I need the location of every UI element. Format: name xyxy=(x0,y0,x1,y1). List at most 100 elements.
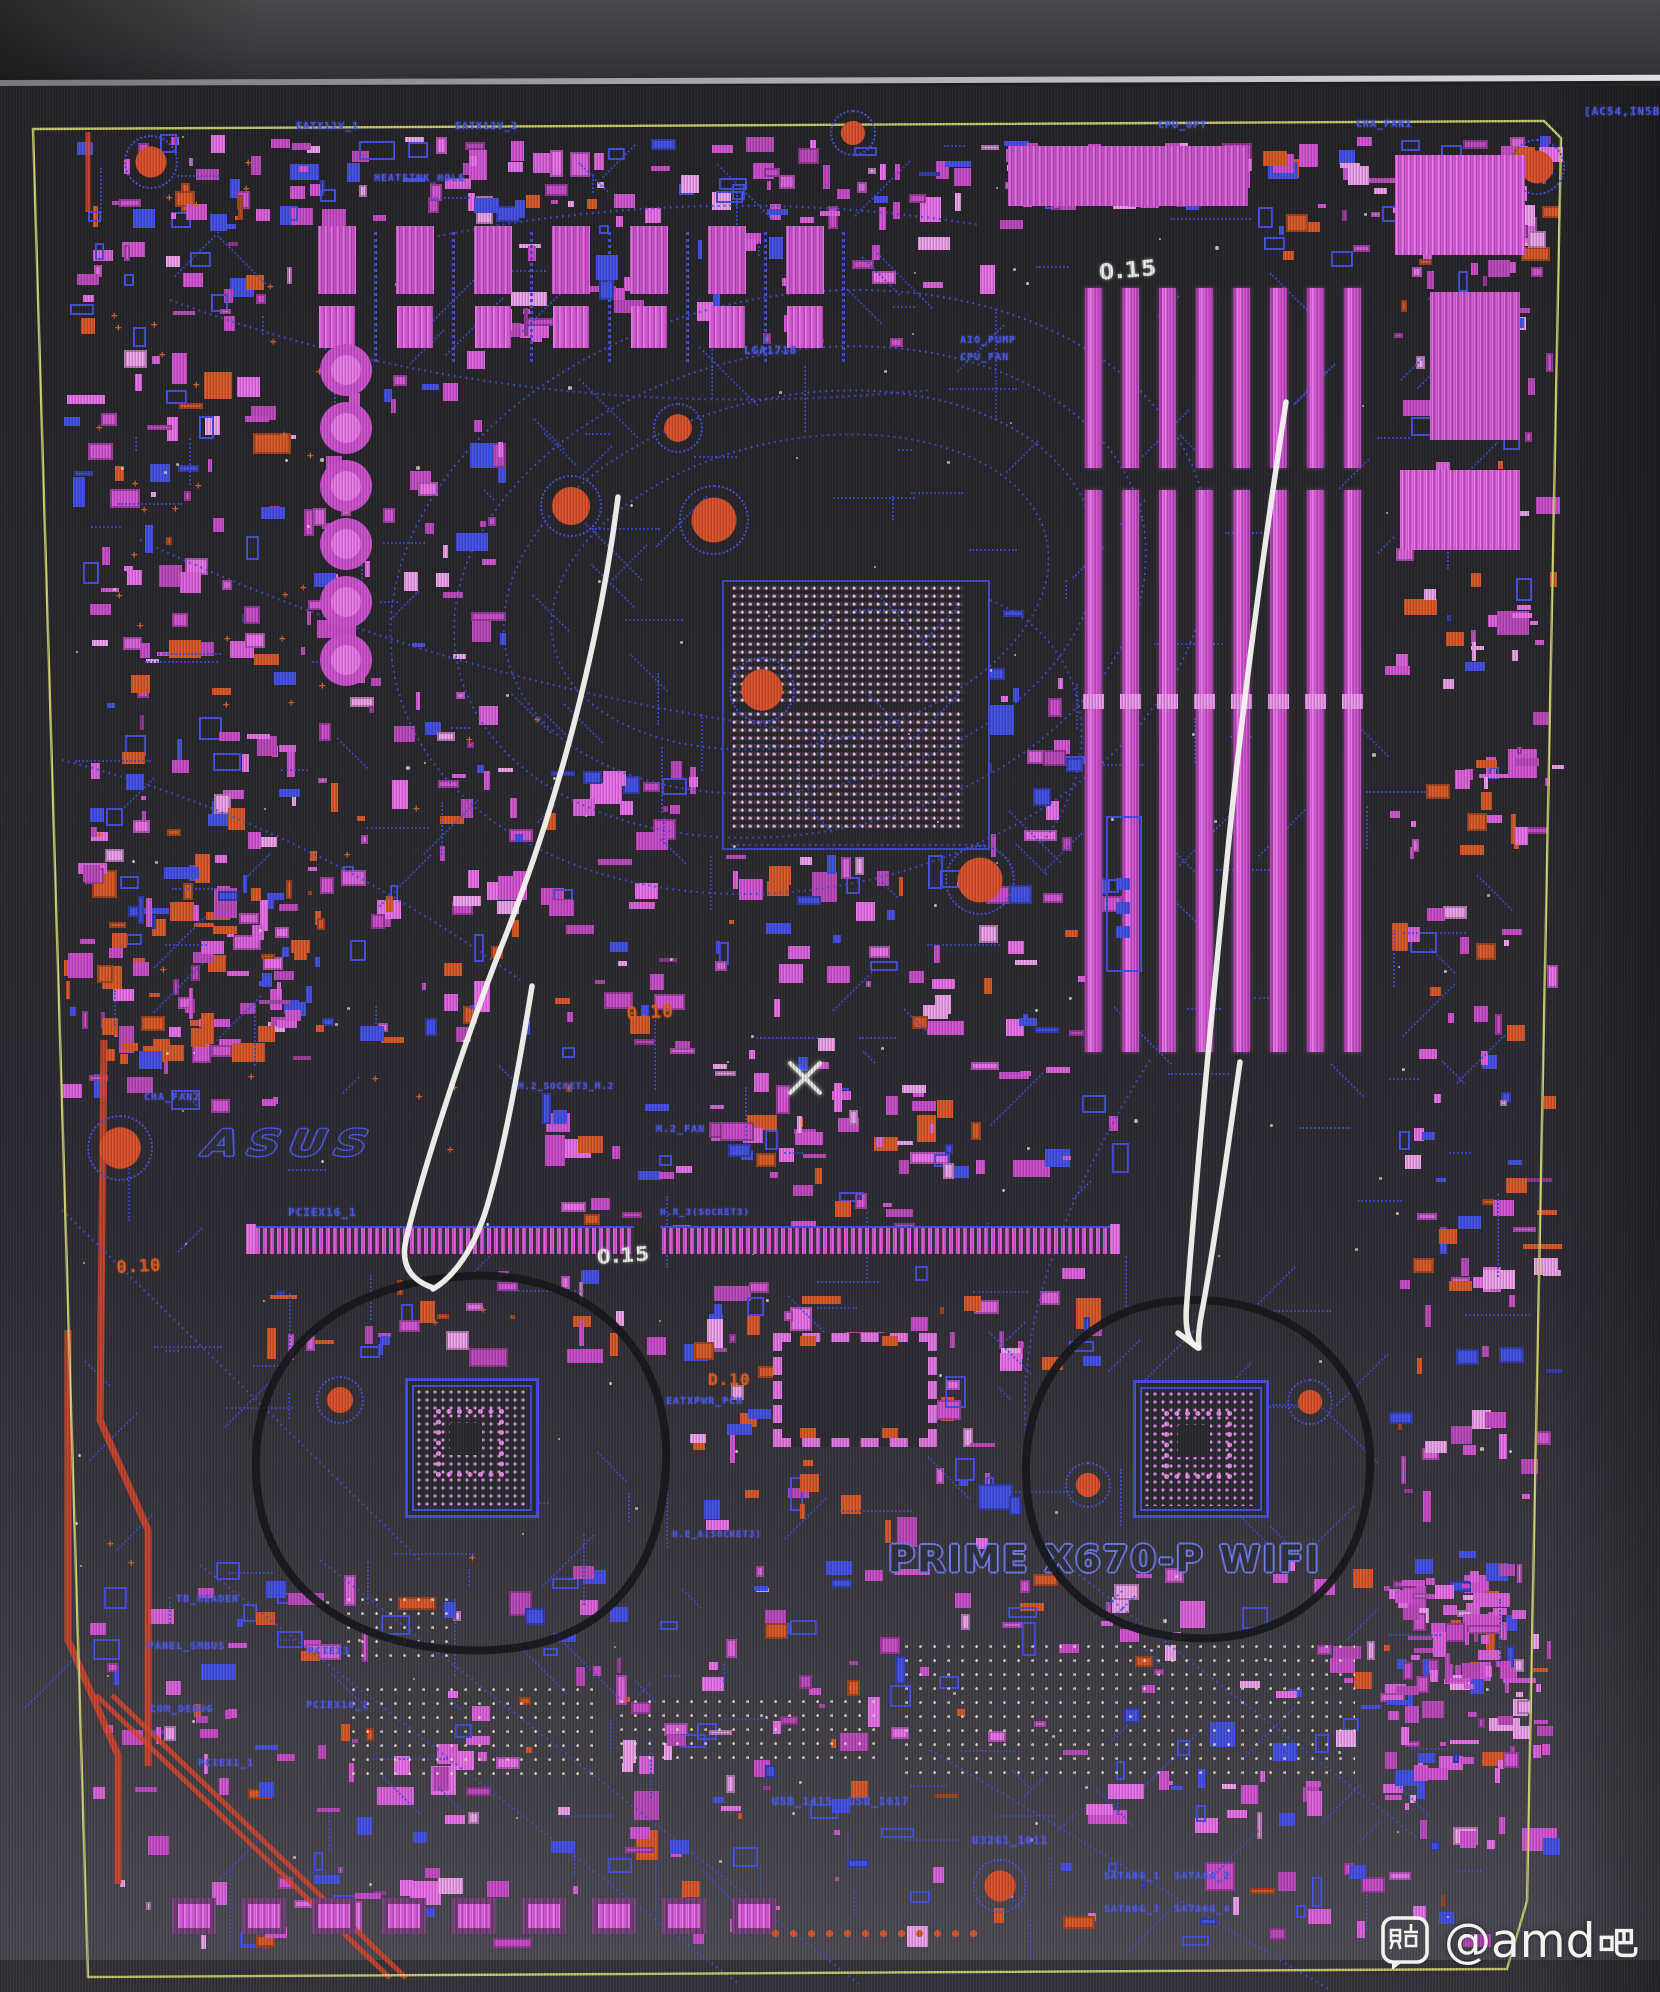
drill-dot xyxy=(182,1110,185,1113)
component xyxy=(733,871,738,889)
component xyxy=(800,857,812,865)
component xyxy=(194,1704,201,1717)
mounting-hole xyxy=(973,1859,1027,1913)
circle-left-chipset xyxy=(251,1271,671,1655)
component xyxy=(970,1443,995,1447)
label-heatsink-hole: HEATSINK_HOLE xyxy=(374,173,466,184)
component xyxy=(318,778,327,783)
component xyxy=(1400,1280,1410,1289)
component xyxy=(841,1495,861,1514)
component xyxy=(1388,1711,1399,1720)
component xyxy=(872,271,896,284)
monitor-bezel xyxy=(0,0,1660,88)
dimm-slot xyxy=(1196,288,1213,468)
component xyxy=(107,1663,118,1672)
component xyxy=(90,604,111,615)
component xyxy=(166,390,187,404)
component xyxy=(359,185,367,197)
component xyxy=(445,1815,465,1824)
component xyxy=(213,753,241,771)
component xyxy=(1536,1684,1541,1692)
socket-keepout-ellipse xyxy=(550,433,1050,751)
component xyxy=(190,252,211,267)
component xyxy=(550,150,563,177)
arrow-right-main xyxy=(1183,399,1289,1350)
component xyxy=(456,533,488,551)
component xyxy=(641,1005,649,1021)
component xyxy=(1488,260,1510,277)
component xyxy=(1413,1593,1427,1599)
component xyxy=(127,570,142,585)
component xyxy=(1233,1897,1239,1915)
component xyxy=(74,471,93,476)
component xyxy=(595,980,605,984)
component xyxy=(194,923,214,927)
component xyxy=(1043,893,1063,903)
component xyxy=(756,1153,776,1167)
component xyxy=(988,668,1005,680)
component xyxy=(1487,1840,1495,1849)
component xyxy=(979,925,998,943)
via-plus-mark: + xyxy=(193,198,200,211)
component xyxy=(107,703,115,708)
component xyxy=(1509,1295,1515,1307)
trace-segment xyxy=(585,433,610,435)
dimm-slot xyxy=(1307,490,1324,1052)
drill-dot xyxy=(506,694,509,697)
component xyxy=(897,1517,917,1547)
mounting-hole xyxy=(124,135,178,189)
component xyxy=(561,1276,570,1289)
trace-segment xyxy=(394,1553,474,1555)
component xyxy=(223,790,244,799)
component xyxy=(133,327,146,347)
component xyxy=(566,925,594,934)
component xyxy=(104,1587,127,1609)
vrm-choke xyxy=(630,226,668,294)
drill-dot xyxy=(989,669,992,672)
component xyxy=(1003,610,1024,617)
component xyxy=(467,351,485,369)
dimm-slot xyxy=(1233,490,1250,1052)
component xyxy=(1517,1700,1532,1714)
via-plus-mark: + xyxy=(111,309,118,322)
component xyxy=(171,1090,200,1110)
component xyxy=(471,612,506,621)
trace-segment xyxy=(1258,1406,1314,1408)
component xyxy=(511,141,524,161)
component xyxy=(149,1609,174,1624)
component xyxy=(508,162,523,172)
component xyxy=(1419,259,1432,265)
component xyxy=(80,939,95,944)
via-plus-mark: + xyxy=(141,503,148,516)
component xyxy=(999,1331,1004,1349)
drill-dot xyxy=(1364,213,1367,216)
via-plus-mark: + xyxy=(137,619,144,632)
trace-segment xyxy=(1036,266,1069,268)
component xyxy=(428,197,439,213)
component xyxy=(800,1504,805,1519)
component xyxy=(1171,1786,1183,1790)
trace-segment xyxy=(592,528,660,530)
component xyxy=(453,1611,461,1621)
via-plus-mark: + xyxy=(466,733,473,746)
component xyxy=(846,877,860,894)
component xyxy=(178,465,199,472)
component xyxy=(1457,1610,1473,1617)
vrm-trace-ladder xyxy=(842,232,849,362)
component xyxy=(1361,1877,1385,1893)
component xyxy=(1384,1586,1390,1591)
vrm-fet xyxy=(397,306,433,348)
via-plus-mark: + xyxy=(413,802,420,815)
component xyxy=(1001,696,1008,702)
component xyxy=(1389,1872,1411,1880)
component xyxy=(119,199,141,207)
component xyxy=(164,867,199,879)
bezel-shadow xyxy=(0,0,260,86)
component xyxy=(115,466,124,481)
component xyxy=(893,202,900,219)
trace-segment xyxy=(694,456,737,458)
component xyxy=(139,1051,162,1069)
trace-segment xyxy=(817,1281,879,1283)
trace-segment xyxy=(1168,1073,1229,1075)
component xyxy=(756,1566,764,1577)
